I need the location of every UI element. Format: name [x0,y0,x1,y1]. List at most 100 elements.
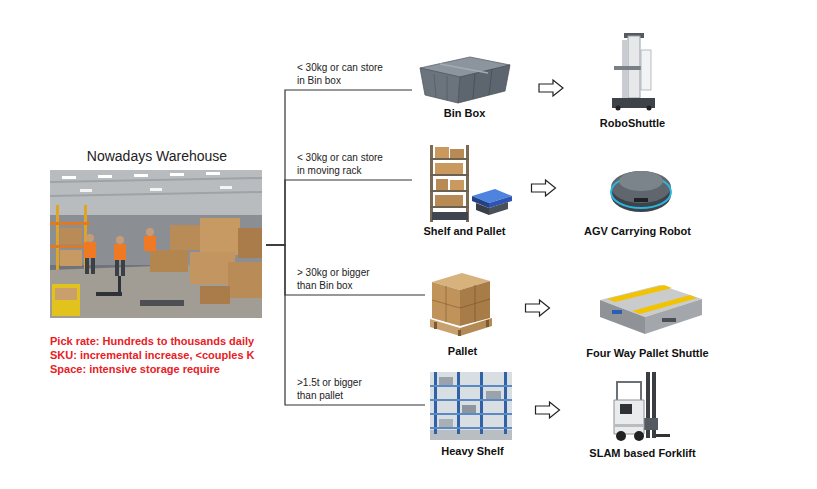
shelf-pallet-picture-part [430,158,469,160]
bin-box-picture-part [489,69,492,95]
heavy-shelf-picture-part [430,413,512,415]
node-caption: Four Way Pallet Shuttle [586,347,708,360]
bin-box-picture-part [473,73,475,99]
pallet-picture-part [434,322,437,329]
warehouse-photo-part [50,192,262,196]
shelf-pallet-picture-part [476,203,489,215]
warehouse-photo-part [50,178,262,182]
warehouse-photo-part [228,262,262,298]
forklift-picture-part [616,381,642,383]
warehouse-node: Nowadays WarehousePick rate: Hundreds to… [48,148,266,376]
heavy-shelf-picture-part [486,391,501,399]
node-caption: Pallet [448,345,477,358]
forklift-picture-part [644,418,658,430]
forklift-picture-part [620,404,632,414]
edge-label: < 30kg or can store in Bin box [297,62,389,87]
node-caption: AGV Carrying Robot [584,225,691,238]
warehouse-photo-part [98,175,112,178]
pallet-picture-part [460,318,492,336]
agv-robot-picture-part [611,171,671,203]
pallet-picture-part [458,330,461,336]
shelf-pallet-picture-part [430,174,469,176]
bin-box-picture-part [420,68,460,103]
heavy-shelf-picture [430,372,512,440]
shelf-pallet-picture-part [435,147,449,158]
warehouse-photo-part [140,300,184,306]
forklift-picture-part [656,434,670,437]
warehouse-photo-part [50,170,262,215]
node-caption: Heavy Shelf [441,445,503,458]
pallet-picture [430,273,492,336]
warehouse-photo-part [86,234,94,242]
shelf-pallet-picture-part [466,145,469,222]
warehouse-photo-part [200,286,230,304]
heavy-shelf-picture-part [434,372,437,434]
node-caption: Bin Box [444,107,486,120]
bin-box-picture-part [434,74,436,97]
shelf-pallet-picture-part [436,179,448,190]
warehouse-photo-part [84,242,96,258]
bin-box-picture-part [440,64,488,73]
warehouse-photo-part [116,236,124,244]
warehouse-photo [50,170,262,318]
roboshuttle-picture-part [616,106,621,111]
agv-robot-picture [611,171,671,212]
branch-line [266,245,425,295]
note-text: Space: intensive storage require [50,362,255,376]
warehouse-photo-part [170,225,200,250]
hollow-arrow [526,300,550,316]
warehouse-photo-part [62,176,76,179]
pallet-picture-part [486,320,489,327]
forklift-picture [614,372,670,441]
agv-robot-picture-part [619,171,663,191]
four-way-shuttle-picture-part [612,310,622,314]
forklift-picture-part [616,431,626,441]
branch-line [266,180,412,245]
four-way-shuttle-picture-part [607,285,672,302]
hollow-arrow [532,180,556,196]
heavy-shelf-picture-part [430,399,512,401]
warehouse-photo-part [150,188,162,191]
heavy-shelf-picture-part [439,419,453,427]
forklift-picture-part [614,424,644,427]
warehouse-photo-part [85,258,89,274]
forklift-picture-part [640,382,642,402]
hollow-arrow [539,80,563,96]
shelf-pallet-picture-part [435,195,463,206]
forklift-picture-part [614,400,644,434]
warehouse-photo-part [170,173,184,176]
warehouse-photo-part [55,288,77,300]
forklift-picture-part [616,382,618,402]
warehouse-photo-part [238,228,262,258]
shelf-pallet-picture-part [430,190,469,192]
branch-line [266,90,412,245]
equipment-node: AGV Carrying Robot [570,150,705,238]
warehouse-photo-part [115,260,119,276]
roboshuttle-picture-part [614,66,642,70]
shelf-pallet-picture-part [432,212,468,220]
heavy-shelf-picture-part [462,405,476,413]
node-caption: RoboShuttle [600,117,665,130]
roboshuttle-picture [612,33,655,111]
node-heading: Nowadays Warehouse [87,148,227,164]
pallet-picture-part [446,286,447,322]
pallet-picture-part [430,319,460,336]
edge-label: >1.5t or bigger than pallet [297,377,377,402]
heavy-shelf-picture-part [430,430,512,440]
bin-box-picture [420,57,510,103]
warehouse-photo-part [206,172,220,175]
roboshuttle-picture-part [641,50,651,90]
warehouse-photo-part [80,189,92,192]
four-way-shuttle-picture-part [662,318,676,322]
heavy-shelf-picture-part [430,427,512,429]
warehouse-photo-part [134,174,148,177]
bin-box-picture-part [458,65,510,103]
four-way-shuttle-picture-part [600,300,645,334]
equipment-node: Heavy Shelf [425,370,520,458]
bin-box-picture-part [447,76,448,100]
heavy-shelf-picture-part [504,372,507,434]
heavy-shelf-picture-part [457,372,460,434]
heavy-shelf-picture-part [480,372,483,434]
warehouse-photo-part [60,228,82,244]
agv-robot-picture-part [634,198,648,202]
